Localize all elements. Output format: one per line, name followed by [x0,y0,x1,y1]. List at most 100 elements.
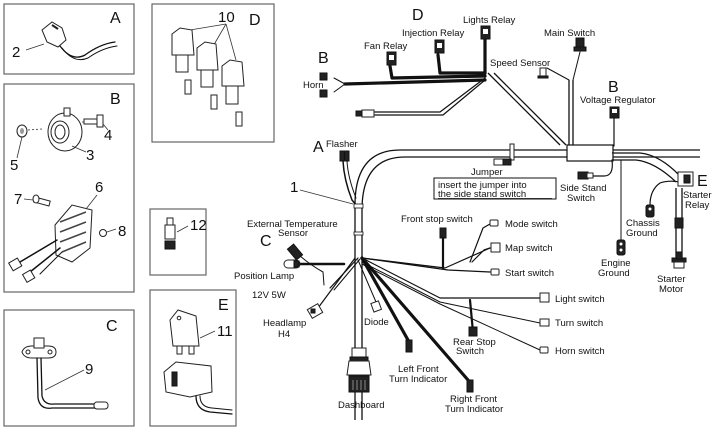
rear-stop-switch[interactable]: Rear Stop Switch [453,298,496,357]
starter-relay-label-2: Relay [685,200,710,211]
fan-relay[interactable]: Fan Relay [364,41,408,66]
panel-e-letter: E [218,297,229,314]
right-front-label-1: Right Front [450,394,497,405]
position-lamp-label-1: Position Lamp [234,271,294,282]
turn-switch[interactable]: Turn switch [539,318,603,329]
engine-ground[interactable]: Engine Ground [598,239,631,279]
panel-c: C 9 [3,309,135,427]
external-temperature-sensor[interactable]: External Temperature Sensor C [247,219,338,286]
diode[interactable]: Diode [364,300,389,328]
lights-relay-label: Lights Relay [463,15,516,26]
starter-circuit: E Starter Relay Chassis Ground Engine Gr… [598,152,712,295]
panel-d: D 10 [151,3,275,143]
dashboard-label: Dashboard [338,400,384,411]
callout-10: 10 [218,9,235,26]
diode-part-icon [164,217,176,250]
chassis-ground-label-1: Chassis [626,218,660,229]
right-front-turn-indicator[interactable]: Right Front Turn Indicator [445,379,503,415]
position-lamp-label-2: 12V 5W [252,290,286,301]
washer-part-icon [99,229,107,237]
starter-relay-group-letter: E [697,173,708,190]
left-front-label-2: Turn Indicator [389,374,447,385]
flasher-part-icon [41,21,118,61]
relay-group-letter: D [412,7,424,24]
chassis-ground-label-2: Ground [626,228,658,239]
panel-a-letter: A [110,10,121,27]
callout-12: 12 [190,217,207,234]
relay-parts-icon [171,27,245,127]
diode-label: Diode [364,317,389,328]
injection-relay-label: Injection Relay [402,28,465,39]
starter-motor-label-2: Motor [659,284,683,295]
jumper-note-1: insert the jumper into [438,180,527,191]
headlamp-label-2: H4 [278,329,290,340]
flasher-group-letter: A [313,139,324,156]
main-switch[interactable]: Main Switch [544,28,595,52]
speed-sensor[interactable]: Speed Sensor [490,58,550,79]
map-switch-label: Map switch [505,243,553,254]
starter-motor-label-1: Starter [657,274,686,285]
horn-switch[interactable]: Horn switch [539,346,605,357]
jumper[interactable]: Jumper insert the jumper into the side s… [433,143,557,200]
panel-a: A 2 [3,3,135,75]
front-stop-label: Front stop switch [401,214,473,225]
horn-part-icon [47,107,83,152]
starter-relay-label-1: Starter [683,190,712,201]
callout-5: 5 [10,157,18,174]
voltage-regulator-label: Voltage Regulator [580,95,656,106]
left-front-label-1: Left Front [398,364,439,375]
starter-relay[interactable]: E Starter Relay [677,171,712,211]
callout-3: 3 [86,147,94,164]
callout-8: 8 [118,223,126,240]
panel-b-letter: B [110,91,121,108]
callout-6: 6 [95,179,103,196]
dashboard-connector[interactable]: Dashboard [338,347,384,411]
rear-stop-label-1: Rear Stop [453,337,496,348]
start-switch-label: Start switch [505,268,554,279]
front-stop-switch[interactable] [439,227,447,270]
speed-sensor-label: Speed Sensor [490,58,550,69]
headlamp[interactable]: Headlamp H4 [263,302,324,340]
position-lamp[interactable]: Position Lamp 12V 5W [234,259,346,301]
lower-fanout-wires [317,247,541,382]
panel-b: B 4 3 5 [3,83,135,293]
handlebar-switches-left: Front stop switch Mode switch Map switch… [401,214,558,279]
ext-temp-label-1: External Temperature [247,219,338,230]
mode-switch[interactable]: Mode switch [489,219,558,230]
nut-part-icon [16,124,28,138]
injection-relay[interactable]: Injection Relay [402,28,465,54]
side-stand-switch[interactable]: Side Stand Switch [560,159,613,204]
handlebar-switches-right: Rear Stop Switch Light switch Turn switc… [453,292,605,357]
map-switch[interactable]: Map switch [490,242,553,254]
chassis-ground[interactable]: Chassis Ground [626,204,660,239]
horn-connector-icons: B Horn [303,50,375,118]
fan-relay-label: Fan Relay [364,41,408,52]
starter-relay-part-icon [163,309,233,415]
starter-motor[interactable]: Starter Motor [657,251,687,295]
voltage-regulator-group-letter: B [608,79,619,96]
horn-switch-label: Horn switch [555,346,605,357]
panel-d-letter: D [249,12,261,29]
callout-11: 11 [217,323,233,340]
callout-9: 9 [85,361,93,378]
top-hub-wires [333,33,487,116]
lights-relay[interactable]: Lights Relay [463,15,516,40]
left-front-turn-indicator[interactable]: Left Front Turn Indicator [389,339,447,385]
light-switch[interactable]: Light switch [539,292,605,305]
panel-c-letter: C [106,318,118,335]
temperature-sensor-part-icon [21,337,109,410]
panel-e: E 11 [149,289,237,427]
callout-2: 2 [12,44,20,61]
turn-switch-label: Turn switch [555,318,603,329]
jumper-note-2: the side stand switch [438,189,526,200]
relay-group: D Fan Relay Injection Relay Lights Relay [364,7,516,66]
ext-temp-label-2: Sensor [278,228,308,239]
start-switch[interactable]: Start switch [490,268,554,279]
horn-group-letter: B [318,50,329,67]
voltage-regulator[interactable]: B Voltage Regulator [580,79,656,147]
engine-ground-label-1: Engine [601,258,631,269]
light-switch-label: Light switch [555,294,605,305]
flasher[interactable]: A Flasher [313,139,358,206]
main-switch-label: Main Switch [544,28,595,39]
